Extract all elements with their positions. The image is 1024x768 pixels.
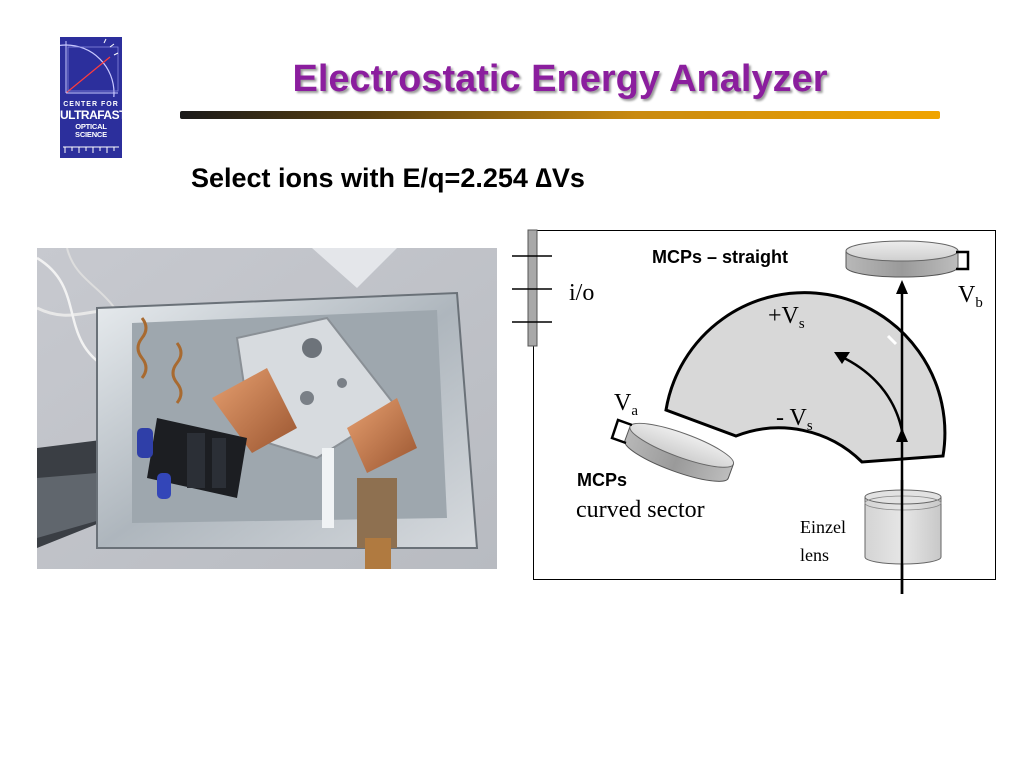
- label-va: Va: [614, 390, 638, 420]
- label-curved-sector: curved sector: [576, 497, 705, 523]
- logo-emblem-icon: [60, 37, 122, 97]
- slide-subtitle: Select ions with E/q=2.254 ∆Vs: [191, 163, 585, 193]
- logo-ruler-icon: [63, 146, 119, 153]
- label-plus-vs: +Vs: [768, 303, 805, 333]
- logo-line-1: CENTER FOR: [63, 101, 119, 108]
- label-einzel: Einzel: [800, 517, 846, 537]
- apparatus-photo-image: [37, 248, 497, 569]
- label-plus-vs-sub: s: [798, 316, 805, 333]
- label-mcps: MCPs: [577, 470, 628, 490]
- logo-line-3: OPTICAL SCIENCE: [75, 122, 107, 139]
- label-minus-vs-main: - V: [776, 405, 807, 431]
- apparatus-photo: [37, 248, 497, 569]
- label-lens: lens: [800, 545, 829, 565]
- title-accent-bar: [180, 111, 940, 119]
- logo-line-2: ULTRAFAST: [60, 108, 126, 122]
- label-vb-main: V: [958, 282, 976, 308]
- slide-title: Electrostatic Energy Analyzer: [292, 58, 828, 100]
- analyzer-schematic: [533, 230, 996, 580]
- label-minus-vs-sub: s: [806, 418, 813, 435]
- label-va-main: V: [614, 390, 632, 416]
- label-mcps-straight: MCPs – straight: [652, 247, 789, 267]
- label-minus-vs: - Vs: [776, 405, 813, 435]
- label-vb: Vb: [958, 282, 983, 312]
- cuos-logo: CENTER FOR ULTRAFAST OPTICAL SCIENCE: [60, 37, 126, 158]
- logo-text: CENTER FOR ULTRAFAST OPTICAL SCIENCE: [60, 99, 126, 139]
- label-io: i/o: [569, 280, 595, 306]
- label-plus-vs-main: +V: [768, 303, 799, 329]
- label-vb-sub: b: [975, 295, 983, 312]
- label-va-sub: a: [631, 403, 638, 420]
